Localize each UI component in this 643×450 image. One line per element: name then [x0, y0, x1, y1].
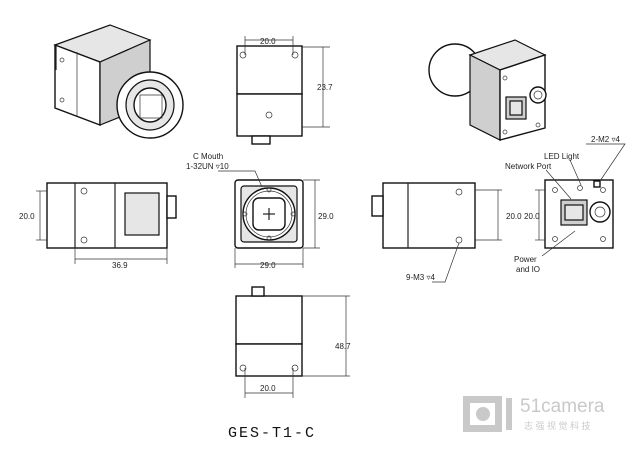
dim-front-width: 29.0	[260, 261, 276, 270]
iso-view-back	[428, 39, 547, 141]
label-led-light: LED Light	[544, 152, 580, 161]
right-side-view	[371, 182, 502, 283]
dim-right-h2: 20.0	[524, 212, 540, 221]
left-side-view	[36, 182, 177, 264]
iso-view-front	[53, 24, 184, 139]
dim-top-height: 23.7	[317, 83, 333, 92]
top-view	[236, 36, 330, 145]
dim-top-width: 20.0	[260, 37, 276, 46]
dim-bottom-width: 20.0	[260, 384, 276, 393]
label-c-mouth: C Mouth	[193, 152, 223, 161]
model-title: GES-T1-C	[228, 425, 316, 442]
dim-right-h1: 20.0	[506, 212, 522, 221]
label-power: Power	[514, 255, 537, 264]
dim-left-height: 20.0	[19, 212, 35, 221]
label-and-io: and IO	[516, 265, 540, 274]
label-thread: 1-32UN ▿10	[186, 162, 229, 171]
dim-bottom-height: 48.7	[335, 342, 351, 351]
dim-front-height: 29.0	[318, 212, 334, 221]
watermark-subtitle: 志 强 视 觉 科 技	[524, 420, 591, 431]
bottom-view	[235, 286, 350, 398]
watermark-logo	[463, 396, 512, 432]
back-view	[535, 143, 626, 257]
front-view	[218, 170, 320, 268]
label-network-port: Network Port	[505, 162, 552, 171]
watermark-brand: 51camera	[520, 396, 605, 417]
label-m3: 9-M3 ▿4	[406, 273, 435, 282]
dim-left-length: 36.9	[112, 261, 128, 270]
label-m2: 2-M2 ▿4	[591, 135, 620, 144]
